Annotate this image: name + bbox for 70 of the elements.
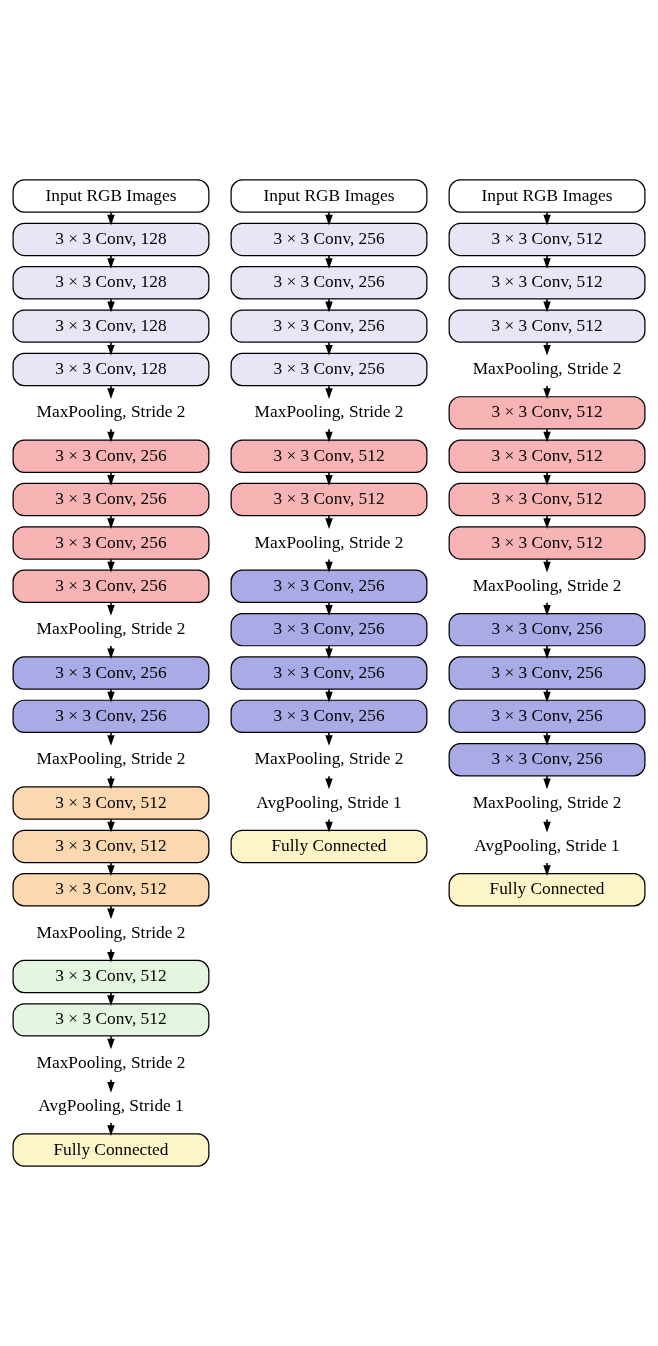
node-box: 3 × 3 Conv, 256 <box>230 699 428 734</box>
node-text: MaxPooling, Stride 2 <box>254 749 404 769</box>
node-box: 3 × 3 Conv, 256 <box>230 222 428 257</box>
node-box: Input RGB Images <box>448 179 646 213</box>
node-box: 3 × 3 Conv, 128 <box>12 266 210 300</box>
node-box: 3 × 3 Conv, 512 <box>448 439 646 473</box>
node-box: 3 × 3 Conv, 512 <box>12 873 210 907</box>
node-box: Fully Connected <box>12 1133 210 1167</box>
node-text: MaxPooling, Stride 2 <box>36 749 186 769</box>
node-box: 3 × 3 Conv, 256 <box>230 266 428 300</box>
node-text: MaxPooling, Stride 2 <box>36 1052 186 1072</box>
arrow <box>325 298 333 313</box>
node-text: AvgPooling, Stride 1 <box>474 836 620 856</box>
node-box: 3 × 3 Conv, 128 <box>12 352 210 387</box>
arrow <box>543 688 551 703</box>
node-text: MaxPooling, Stride 2 <box>36 922 186 942</box>
node-box: 3 × 3 Conv, 512 <box>448 309 646 343</box>
node-box: 3 × 3 Conv, 512 <box>12 829 210 864</box>
arrow <box>107 558 115 573</box>
arrow <box>107 428 115 443</box>
node-box: 3 × 3 Conv, 256 <box>12 699 210 734</box>
node-box: Input RGB Images <box>12 179 210 213</box>
node-box: 3 × 3 Conv, 256 <box>12 569 210 603</box>
node-box: 3 × 3 Conv, 256 <box>448 743 646 777</box>
node-text: MaxPooling, Stride 2 <box>254 532 404 552</box>
arrow <box>543 428 551 443</box>
node-box: 3 × 3 Conv, 512 <box>448 266 646 300</box>
node-text: AvgPooling, Stride 1 <box>38 1096 184 1116</box>
arrow <box>325 428 333 443</box>
node-box: 3 × 3 Conv, 256 <box>230 656 428 690</box>
node-text: MaxPooling, Stride 2 <box>472 359 622 379</box>
node-box: 3 × 3 Conv, 512 <box>230 439 428 473</box>
arrow <box>107 905 115 920</box>
node-box: 3 × 3 Conv, 256 <box>448 699 646 734</box>
arrow <box>325 688 333 703</box>
node-box: 3 × 3 Conv, 128 <box>12 309 210 343</box>
node-box: Fully Connected <box>230 829 428 864</box>
node-text: MaxPooling, Stride 2 <box>472 792 622 812</box>
node-box: 3 × 3 Conv, 512 <box>12 959 210 994</box>
node-box: 3 × 3 Conv, 256 <box>230 309 428 343</box>
node-text: AvgPooling, Stride 1 <box>256 792 402 812</box>
node-box: Fully Connected <box>448 873 646 907</box>
node-box: 3 × 3 Conv, 512 <box>448 222 646 257</box>
node-box: Input RGB Images <box>230 179 428 213</box>
arrow <box>107 298 115 313</box>
node-box: 3 × 3 Conv, 512 <box>12 1003 210 1037</box>
node-box: 3 × 3 Conv, 128 <box>12 222 210 257</box>
node-box: 3 × 3 Conv, 256 <box>12 656 210 690</box>
node-box: 3 × 3 Conv, 512 <box>448 396 646 430</box>
node-text: MaxPooling, Stride 2 <box>36 402 186 422</box>
node-box: 3 × 3 Conv, 256 <box>448 656 646 690</box>
node-text: MaxPooling, Stride 2 <box>472 575 622 595</box>
node-box: 3 × 3 Conv, 256 <box>230 612 428 647</box>
node-box: 3 × 3 Conv, 256 <box>12 482 210 517</box>
arrow <box>543 558 551 573</box>
node-text: MaxPooling, Stride 2 <box>36 619 186 639</box>
arrow <box>325 558 333 573</box>
arrow <box>107 1035 115 1050</box>
node-text: MaxPooling, Stride 2 <box>254 402 404 422</box>
node-box: 3 × 3 Conv, 256 <box>448 612 646 647</box>
arrow <box>543 298 551 313</box>
node-box: 3 × 3 Conv, 256 <box>12 439 210 473</box>
node-box: 3 × 3 Conv, 256 <box>230 352 428 387</box>
node-box: 3 × 3 Conv, 512 <box>12 786 210 820</box>
node-box: 3 × 3 Conv, 512 <box>230 482 428 517</box>
arrow <box>107 688 115 703</box>
node-box: 3 × 3 Conv, 256 <box>230 569 428 603</box>
node-box: 3 × 3 Conv, 512 <box>448 526 646 560</box>
node-box: 3 × 3 Conv, 512 <box>448 482 646 517</box>
node-box: 3 × 3 Conv, 256 <box>12 526 210 560</box>
